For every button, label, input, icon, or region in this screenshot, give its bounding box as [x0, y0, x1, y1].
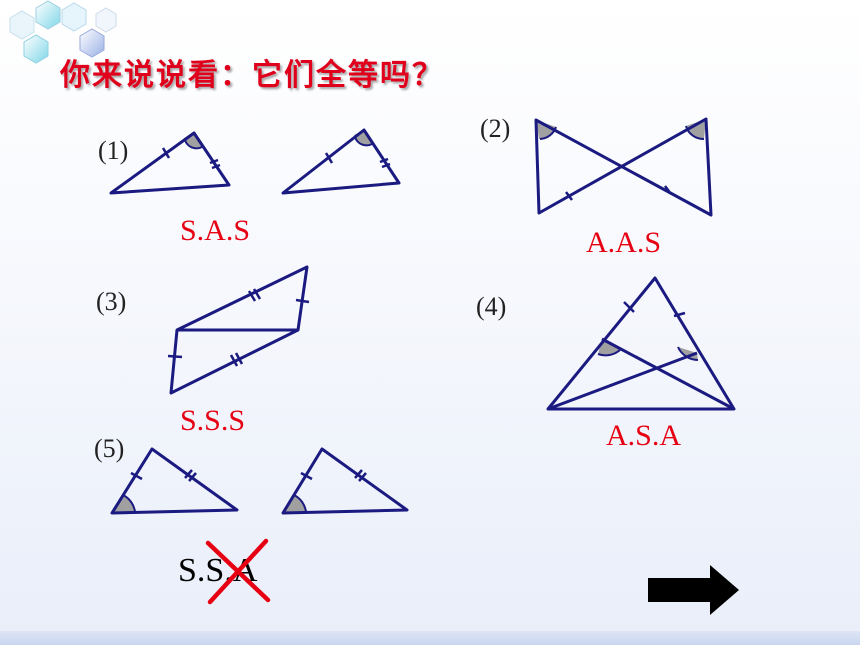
answer-5: S.S.A — [178, 552, 258, 589]
hexagon-cluster-icon — [9, 0, 117, 64]
answer-2: A.A.S — [586, 226, 662, 259]
figure-label-5: (5) — [94, 434, 125, 463]
figure-label-1: (1) — [98, 136, 129, 165]
cross-mark-icon — [205, 538, 271, 605]
footer-band — [0, 631, 860, 645]
figure-4 — [546, 276, 736, 411]
answer-1: S.A.S — [180, 214, 251, 247]
figure-3 — [167, 265, 310, 395]
figure-1 — [109, 128, 401, 195]
figure-label-3: (3) — [96, 287, 127, 316]
figure-5 — [110, 447, 409, 515]
right-arrow-icon[interactable] — [644, 562, 744, 618]
page-title: 你来说说看：它们全等吗？ — [60, 58, 444, 93]
figure-2 — [534, 117, 713, 217]
answer-3: S.S.S — [180, 404, 246, 437]
figure-label-4: (4) — [476, 292, 507, 321]
figure-label-2: (2) — [480, 114, 511, 143]
answer-4: A.S.A — [606, 419, 682, 452]
